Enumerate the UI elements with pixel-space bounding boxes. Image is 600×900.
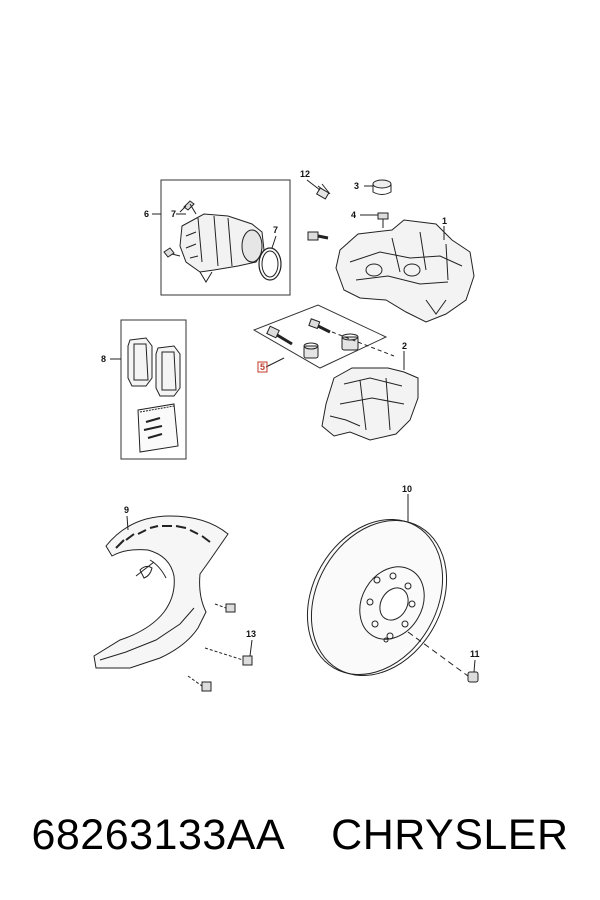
callout-13: 13 bbox=[246, 629, 256, 639]
callout-7-upper: 7 bbox=[171, 209, 176, 219]
pad-kit-box bbox=[120, 319, 187, 460]
callout-8: 8 bbox=[101, 354, 106, 364]
guide-pin-1 bbox=[266, 325, 293, 346]
shield-bolt-lower bbox=[187, 675, 212, 692]
callout-2: 2 bbox=[402, 341, 407, 351]
guide-pin-2 bbox=[308, 318, 331, 334]
callout-12: 12 bbox=[300, 169, 310, 179]
slide-kit-box bbox=[252, 304, 388, 369]
bushing-2 bbox=[341, 333, 359, 351]
brake-rotor bbox=[306, 519, 448, 676]
bushing-1 bbox=[303, 342, 319, 359]
motor-screw-lower bbox=[163, 247, 181, 258]
caliper-housing bbox=[335, 219, 475, 323]
callout-1: 1 bbox=[442, 216, 447, 226]
callout-7-right: 7 bbox=[273, 225, 278, 235]
part-caption: 68263133AA CHRYSLER bbox=[0, 800, 600, 870]
callout-11: 11 bbox=[470, 649, 480, 659]
motor-o-ring bbox=[258, 247, 282, 281]
pad-hardware-bag bbox=[137, 403, 179, 453]
callout-3: 3 bbox=[354, 181, 359, 191]
dust-cap bbox=[372, 179, 392, 195]
callout-10: 10 bbox=[402, 484, 412, 494]
dust-shield bbox=[93, 515, 229, 669]
callout-5: 5 bbox=[260, 362, 265, 372]
motor-kit-box bbox=[160, 179, 291, 296]
callout-9: 9 bbox=[124, 505, 129, 515]
bleeder-screw bbox=[315, 183, 331, 200]
brake-pad-right bbox=[155, 345, 181, 397]
caliper-bracket bbox=[321, 367, 419, 441]
caliper-bolt bbox=[307, 231, 329, 241]
guide-bolt-small bbox=[377, 212, 389, 228]
callout-6: 6 bbox=[144, 209, 149, 219]
callout-4: 4 bbox=[351, 210, 356, 220]
brake-pad-left bbox=[127, 337, 153, 387]
motor-screw-upper bbox=[183, 200, 197, 215]
shield-bolt-middle bbox=[204, 647, 253, 666]
brake-assembly-diagram: 1 2 3 4 5 6 7 7 8 9 10 11 12 13 bbox=[93, 169, 480, 692]
part-number: 68263133AA bbox=[31, 810, 286, 859]
parking-brake-motor bbox=[179, 213, 265, 283]
brand-name: CHRYSLER bbox=[331, 810, 569, 859]
shield-bolt-upper bbox=[214, 603, 236, 613]
rotor-screw bbox=[407, 631, 479, 683]
